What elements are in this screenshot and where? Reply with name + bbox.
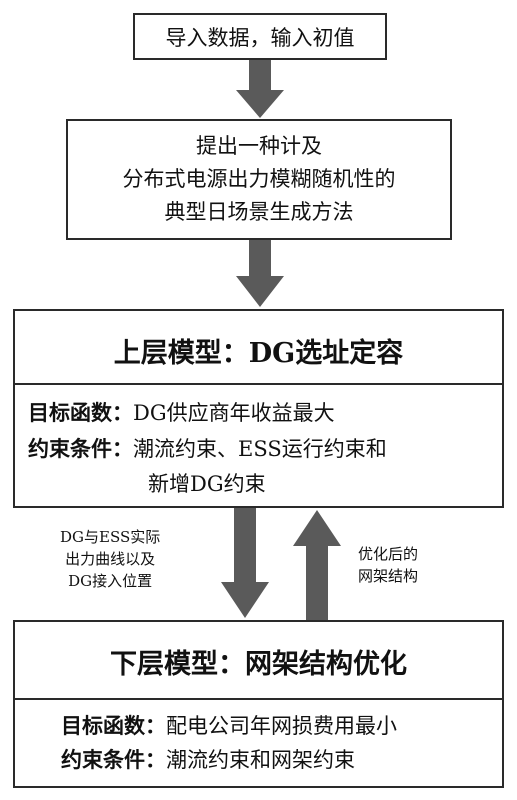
up-note-line-2: 网架结构 bbox=[358, 567, 419, 585]
upper-model-title: 上层模型：DG选址定容 bbox=[113, 338, 404, 369]
down-arrow-icon bbox=[221, 508, 269, 618]
down-arrow-icon bbox=[236, 240, 284, 307]
lower-objective-line: 目标函数：配电公司年网损费用最小 bbox=[61, 710, 397, 740]
lower-constraint-line: 约束条件：潮流约束和网架约束 bbox=[61, 744, 355, 774]
upper-constraint-text: 潮流约束、ESS运行约束和 bbox=[133, 437, 387, 461]
upper-model-box: 上层模型：DG选址定容 目标函数：DG供应商年收益最大 约束条件：潮流约束、ES… bbox=[13, 309, 504, 508]
upper-constraint-label: 约束条件： bbox=[28, 436, 133, 461]
optimized-network-note: 优化后的 网架结构 bbox=[358, 543, 418, 587]
down-note-line-1: DG与ESS实际 bbox=[60, 528, 161, 546]
scenario-method-box: 提出一种计及 分布式电源出力模糊随机性的 典型日场景生成方法 bbox=[66, 119, 452, 240]
upper-objective-line: 目标函数：DG供应商年收益最大 bbox=[28, 397, 335, 427]
lower-model-title: 下层模型：网架结构优化 bbox=[110, 649, 407, 680]
down-arrow-icon bbox=[236, 60, 284, 118]
import-data-box: 导入数据，输入初值 bbox=[133, 13, 387, 60]
upper-constraint-line-2: 新增DG约束 bbox=[148, 468, 266, 498]
lower-objective-text: 配电公司年网损费用最小 bbox=[166, 714, 397, 738]
up-arrow-icon bbox=[293, 510, 341, 620]
method-line-2: 分布式电源出力模糊随机性的 bbox=[122, 167, 396, 191]
upper-model-divider bbox=[15, 383, 502, 385]
import-data-text: 导入数据，输入初值 bbox=[165, 25, 355, 50]
method-line-3: 典型日场景生成方法 bbox=[164, 200, 354, 224]
lower-model-divider bbox=[15, 698, 502, 700]
method-line-1: 提出一种计及 bbox=[196, 134, 322, 158]
down-note-line-2: 出力曲线以及 bbox=[65, 550, 156, 568]
upper-constraint-line: 约束条件：潮流约束、ESS运行约束和 bbox=[28, 433, 387, 463]
dg-ess-output-note: DG与ESS实际 出力曲线以及 DG接入位置 bbox=[60, 526, 160, 592]
lower-constraint-text: 潮流约束和网架约束 bbox=[166, 748, 355, 772]
down-note-line-3: DG接入位置 bbox=[68, 572, 153, 590]
upper-objective-label: 目标函数： bbox=[28, 400, 133, 425]
up-note-line-1: 优化后的 bbox=[358, 545, 419, 563]
lower-model-box: 下层模型：网架结构优化 目标函数：配电公司年网损费用最小 约束条件：潮流约束和网… bbox=[13, 620, 504, 788]
lower-objective-label: 目标函数： bbox=[61, 713, 166, 738]
upper-constraint-text-2: 新增DG约束 bbox=[148, 472, 266, 496]
lower-constraint-label: 约束条件： bbox=[61, 747, 166, 772]
upper-objective-text: DG供应商年收益最大 bbox=[133, 401, 335, 425]
